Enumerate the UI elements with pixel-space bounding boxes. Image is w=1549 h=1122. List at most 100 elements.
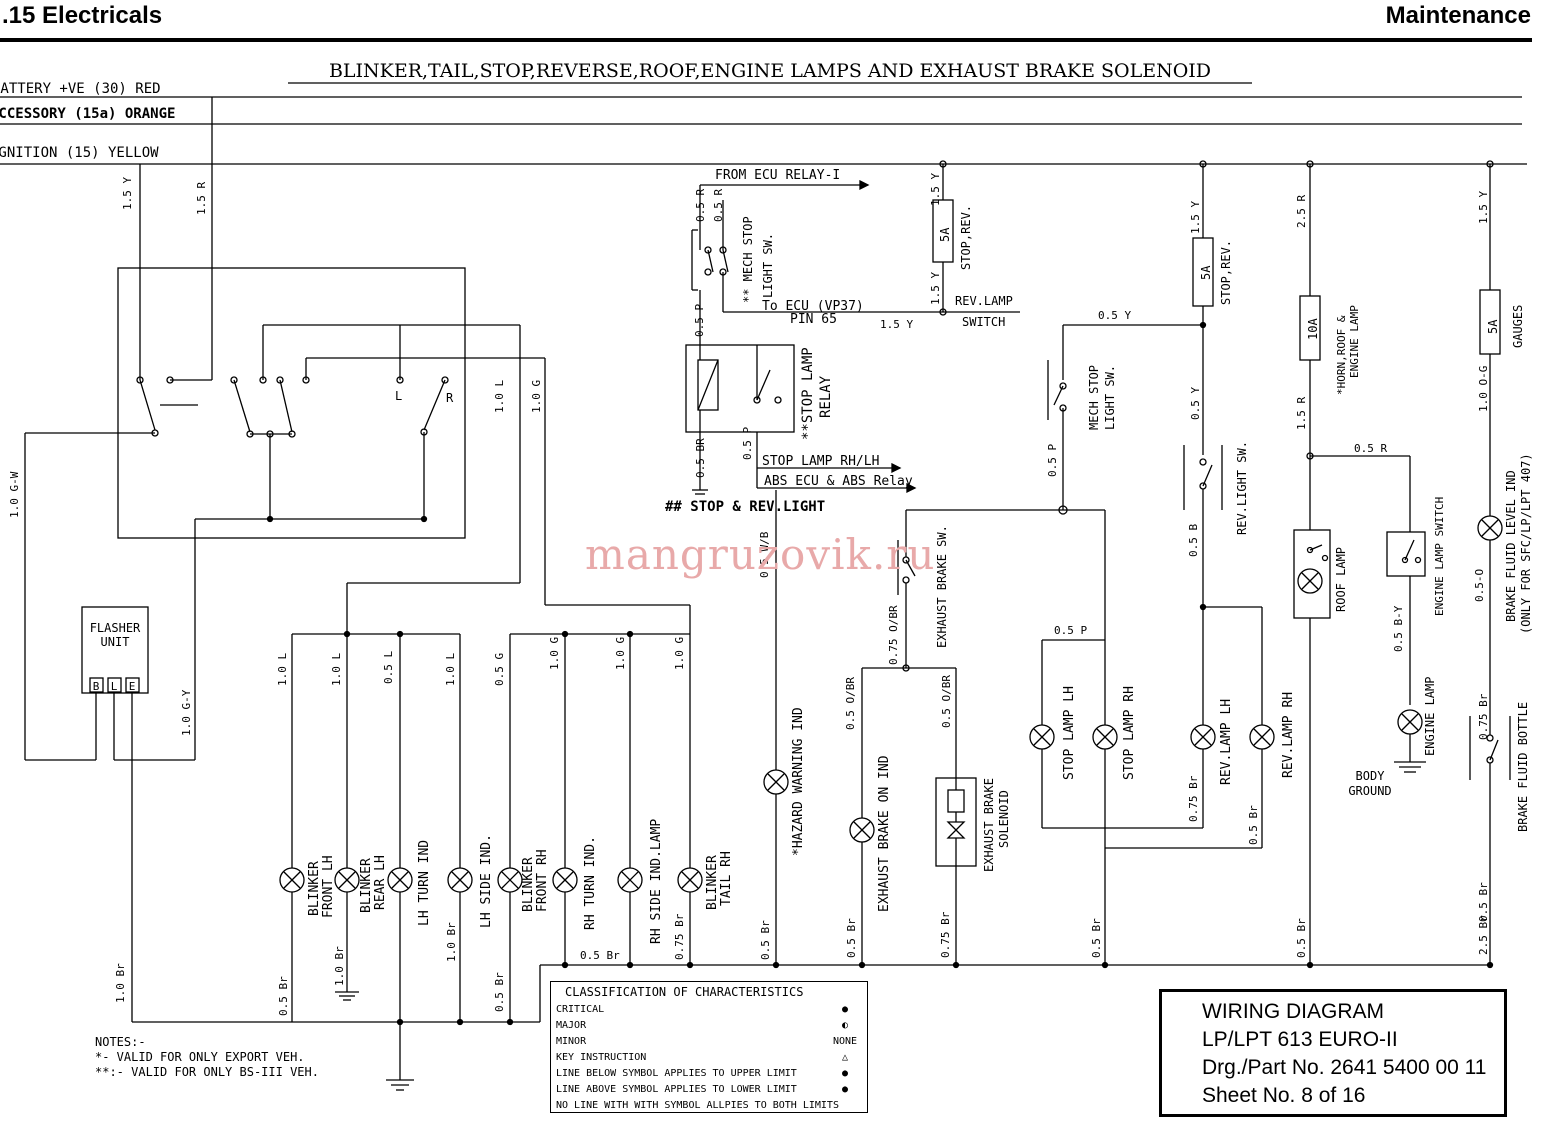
wire-label: RELAY: [818, 375, 834, 418]
wire-label: 0.5 G: [493, 653, 506, 686]
wire-label: 1.0 Br: [114, 963, 127, 1003]
title-block: WIRING DIAGRAM LP/LPT 613 EURO-II Drg./P…: [1159, 989, 1507, 1117]
wire-label: 0.5-O: [1473, 569, 1486, 602]
from-ecu-label: FROM ECU RELAY-I: [715, 168, 840, 183]
classification-box: CLASSIFICATION OF CHARACTERISTICS CRITIC…: [550, 981, 868, 1113]
wire-label: LIGHT SW.: [1103, 365, 1117, 430]
wire-label: 0.5 Br: [1477, 882, 1490, 922]
wire-label: REV.LIGHT SW.: [1235, 441, 1249, 535]
wire-label: 1.5 Y: [121, 177, 134, 210]
wire-label: LH TURN IND: [417, 840, 432, 926]
wire-label: 0.5 Br: [1247, 805, 1260, 845]
wire-label: (ONLY FOR SFC/LP/LPT 407): [1519, 453, 1533, 634]
wire-label: 0.5 Y: [1098, 309, 1131, 322]
wire-label: 5A: [1199, 265, 1213, 280]
classification-symbols: ● ◐ NONE △ ● ●: [832, 1004, 858, 1095]
section-title: .15 Electricals: [2, 2, 163, 29]
wire-label: STOP LAMP RH: [1122, 686, 1137, 780]
wire-label: 1.5 Y: [1189, 201, 1202, 234]
wire-label: 1.0 O-G: [1477, 366, 1490, 412]
wire-label: 1.0 G: [614, 637, 627, 670]
notes-heading: NOTES:-: [95, 1035, 146, 1049]
wire-label: 1.0 G-W: [8, 471, 21, 518]
wire-label: E: [129, 680, 136, 693]
wire-label: *HORN,ROOF &: [1335, 315, 1348, 395]
wire-label: RH TURN IND.: [583, 836, 598, 930]
wire-label: 0.5 B: [1187, 524, 1200, 557]
wire-label: 0.5 R: [1354, 442, 1387, 455]
wire-label: ** MECH STOP: [741, 216, 755, 303]
wire-label: REAR LH: [373, 855, 388, 910]
wire-label: 5A: [938, 227, 952, 242]
wire-label: RH SIDE IND.LAMP: [649, 819, 664, 944]
wire-label: REV.LAMP RH: [1281, 692, 1296, 778]
wire-label: 2.5 R: [1295, 195, 1308, 228]
wire-label: 1.0 Br: [333, 946, 346, 986]
header-rule: [0, 38, 1532, 42]
stop-rev-note: ## STOP & REV.LIGHT: [665, 499, 825, 515]
wire-label: 1.5 Y: [929, 272, 942, 305]
diagram-title: BLINKER,TAIL,STOP,REVERSE,ROOF,ENGINE LA…: [329, 60, 1211, 82]
wire-label: ENGINE LAMP: [1423, 677, 1437, 756]
rail-battery-label: BATTERY +VE (30) RED: [0, 81, 161, 97]
title-block-line1: WIRING DIAGRAM: [1202, 1000, 1384, 1023]
wire-label: B: [93, 680, 100, 693]
wire-label: BLINKER: [521, 857, 536, 912]
wire-label: 0.5 P: [693, 304, 706, 337]
wire-label: STOP,REV.: [1219, 240, 1233, 305]
wire-label: REV.LAMP LH: [1219, 699, 1234, 785]
switch-L: L: [395, 389, 402, 403]
wire-label: FRONT LH: [321, 855, 336, 918]
wire-label: 1.5 Y: [880, 318, 913, 331]
wire-label: 0.5 Br: [1295, 918, 1308, 958]
wire-label: 1.0 L: [493, 380, 506, 413]
wire-label: 0.5 Br: [759, 920, 772, 960]
wire-label: 0.5 P: [1046, 444, 1059, 477]
classification-rows: CRITICAL MAJOR MINOR KEY INSTRUCTION LIN…: [556, 1004, 839, 1111]
wire-label: 0.5 BR: [694, 438, 707, 478]
left-lamp-drops: [291, 634, 691, 868]
wire-label: TAIL RH: [719, 851, 734, 906]
wire-label: ROOF LAMP: [1334, 547, 1348, 612]
wire-label: LH SIDE IND.: [479, 834, 494, 928]
title-block-line2: LP/LPT 613 EURO-II: [1202, 1028, 1398, 1051]
wire-label: 1.0 G: [530, 380, 543, 413]
wire-label: 1.0 G-Y: [180, 689, 193, 736]
wire-label: EXHAUST BRAKE ON IND: [877, 755, 892, 912]
wire-label: UNIT: [101, 635, 130, 649]
wire-label: 0.5 Br: [580, 949, 620, 962]
wire-label: ABS ECU & ABS Relay: [764, 474, 913, 489]
wire-label: 1.0 G: [548, 637, 561, 670]
wire-label: 1.0 L: [444, 653, 457, 686]
wire-label: MECH STOP: [1087, 365, 1101, 430]
wire-label: EXHAUST BRAKE: [982, 778, 996, 872]
wire-label: EXHAUST BRAKE SW.: [935, 525, 949, 648]
wire-label: 10A: [1306, 318, 1320, 340]
wire-label: BRAKE FLUID BOTTLE: [1516, 702, 1530, 832]
wire-label: 0.5 Br: [1090, 918, 1103, 958]
wire-label: LIGHT SW.: [761, 233, 775, 298]
wire-label: 0.75 Br: [1477, 693, 1490, 740]
wire-label: To ECU (VP37): [762, 299, 864, 314]
wire-label: 0.5 Br: [277, 976, 290, 1016]
wire-label: 0.75 Br: [1187, 775, 1200, 822]
wire-label: 0.5 P: [741, 427, 754, 460]
wire-label: 1.5 R: [195, 182, 208, 215]
wire-label: ENGINE LAMP: [1348, 305, 1361, 378]
wire-label: 1.0 Br: [445, 922, 458, 962]
rail-accessory-label: ACCESSORY (15a) ORANGE: [0, 106, 175, 122]
rail-ignition-label: IGNITION (15) YELLOW: [0, 145, 159, 161]
wire-label: GAUGES: [1511, 305, 1525, 348]
header-right: Maintenance: [1385, 2, 1531, 29]
wire-label: BLINKER: [307, 861, 322, 916]
wire-label: 0.5 Y: [1189, 387, 1202, 420]
wire-label: REV.LAMP: [955, 294, 1013, 308]
page-header: .15 Electricals Maintenance: [0, 0, 1549, 44]
wire-label: 0.5 R: [694, 189, 707, 222]
note-1: *- VALID FOR ONLY EXPORT VEH.: [95, 1050, 305, 1064]
wire-label: SWITCH: [962, 315, 1005, 329]
flasher-unit: [81, 606, 149, 694]
wire-label: *HAZARD WARNING IND: [791, 707, 806, 856]
wire-label: 1.0 L: [330, 653, 343, 686]
